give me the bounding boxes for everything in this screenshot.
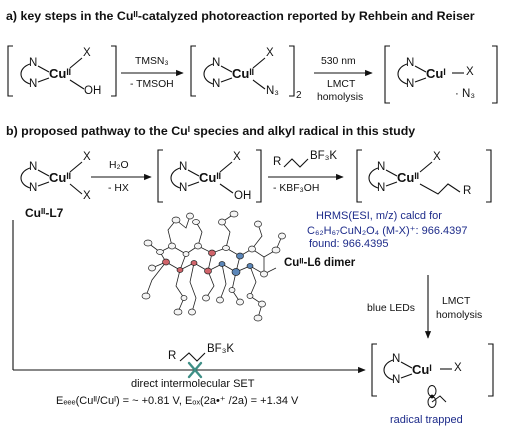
arrow-b1-bottom: - HX	[108, 183, 129, 194]
crystal-heteroatoms	[162, 249, 254, 276]
section-b-title: b) proposed pathway to the Cuᴵ species a…	[6, 124, 416, 138]
b4-n-bottom: N	[392, 374, 401, 386]
arrow-b2-bottom: - KBF₃OH	[273, 183, 320, 194]
arrow-a1-bottom: - TMSOH	[130, 79, 174, 90]
bracket-a1	[7, 45, 117, 97]
b2-x-ligand: X	[233, 151, 241, 163]
a2-n-top: N	[212, 57, 221, 69]
section-a-title: a) key steps in the Cuᴵᴵ-catalyzed photo…	[6, 9, 475, 23]
b4-x-ligand: X	[454, 362, 462, 374]
ligand-backbone-a2	[203, 57, 266, 90]
set-path	[12, 220, 366, 374]
a2-subscript: 2	[296, 90, 302, 101]
b2-n-bottom: N	[179, 182, 188, 194]
arrow-b2-reagent-r: R	[273, 156, 282, 168]
reagent-b2-chain	[283, 158, 309, 168]
set-reagent-bf3k: BF₃K	[207, 343, 235, 355]
b1-metal: Cuᴵᴵ	[49, 170, 72, 185]
hrms-line-3: found: 966.4395	[309, 238, 389, 250]
a3-metal: Cuᴵ	[426, 66, 446, 81]
set-potentials: Eₑₑₑ(Cuᴵᴵ/Cuᴵ) = ~ +0.81 V, Eₒₓ(2a•⁺ /2a…	[56, 395, 299, 407]
a3-n-bottom: N	[406, 78, 415, 90]
b2-oh-ligand: OH	[234, 190, 252, 202]
ligand-backbone-a1	[20, 57, 85, 90]
b3-n-bottom: N	[377, 182, 386, 194]
a1-oh-ligand: OH	[84, 85, 102, 97]
b3-n-top: N	[377, 161, 386, 173]
arrow-a1-top: TMSN₃	[135, 56, 169, 67]
hrms-line-2: C₆₂H₆₇CuN₂O₄ (M-X)⁺: 966.4397	[307, 225, 468, 237]
a2-metal: Cuᴵᴵ	[232, 66, 255, 81]
b4-n-top: N	[392, 353, 401, 365]
down-arrow-left: blue LEDs	[367, 303, 415, 314]
bracket-b4	[371, 343, 494, 397]
b2-metal: Cuᴵᴵ	[199, 170, 222, 185]
b3-r-group: R	[463, 185, 472, 197]
set-reagent-r: R	[168, 350, 177, 362]
b1-x-top: X	[83, 151, 91, 163]
a2-x-ligand: X	[266, 47, 274, 59]
a1-n-top: N	[29, 57, 38, 69]
b1-n-bottom: N	[29, 182, 38, 194]
arrow-a2-bottom-1: LMCT	[327, 79, 356, 90]
a2-n-bottom: N	[212, 78, 221, 90]
arrow-b2-reagent-bf3k: BF₃K	[310, 150, 338, 162]
down-arrow-right-1: LMCT	[442, 296, 471, 307]
hrms-line-1: HRMS(ESI, m/z) calcd for	[316, 210, 442, 222]
arrow-a2-bottom-2: homolysis	[317, 92, 364, 103]
a1-n-bottom: N	[29, 78, 38, 90]
b1-compound-label: Cuᴵᴵ-L7	[25, 206, 64, 220]
b1-x-bottom: X	[83, 190, 91, 202]
crystal-atoms	[141, 210, 286, 322]
ligand-backbone-b1	[20, 161, 83, 195]
set-label: direct intermolecular SET	[131, 378, 255, 390]
down-arrow-right-2: homolysis	[436, 310, 483, 321]
b1-n-top: N	[29, 161, 38, 173]
b3-x-ligand: X	[433, 151, 441, 163]
a3-x-ligand: X	[466, 66, 474, 78]
radical-orbital-icon	[427, 385, 447, 408]
a3-n-top: N	[406, 57, 415, 69]
b4-caption: radical trapped	[390, 414, 463, 426]
b4-metal: Cuᴵ	[412, 362, 432, 377]
ligand-backbone-b3	[368, 161, 461, 195]
crystal-label: Cuᴵᴵ-L6 dimer	[284, 257, 356, 269]
arrow-b1-top: H₂O	[109, 160, 129, 171]
ligand-backbone-b4	[383, 359, 452, 381]
bracket-b2	[157, 149, 262, 203]
a3-radical: · N₃	[455, 88, 476, 100]
bracket-a2	[190, 45, 295, 97]
bracket-b3	[356, 149, 492, 203]
a2-n3-ligand: N₃	[266, 85, 279, 97]
ligand-backbone-b2	[170, 161, 234, 194]
blocked-cross-icon	[187, 361, 203, 379]
arrow-a2-top: 530 nm	[321, 56, 356, 67]
bracket-a3	[384, 45, 498, 104]
b2-n-top: N	[179, 161, 188, 173]
b3-metal: Cuᴵᴵ	[397, 170, 420, 185]
a1-metal: Cuᴵᴵ	[49, 66, 72, 81]
ligand-backbone-a3	[397, 63, 464, 85]
a1-x-ligand: X	[83, 47, 91, 59]
reagent-set-chain	[179, 352, 206, 362]
